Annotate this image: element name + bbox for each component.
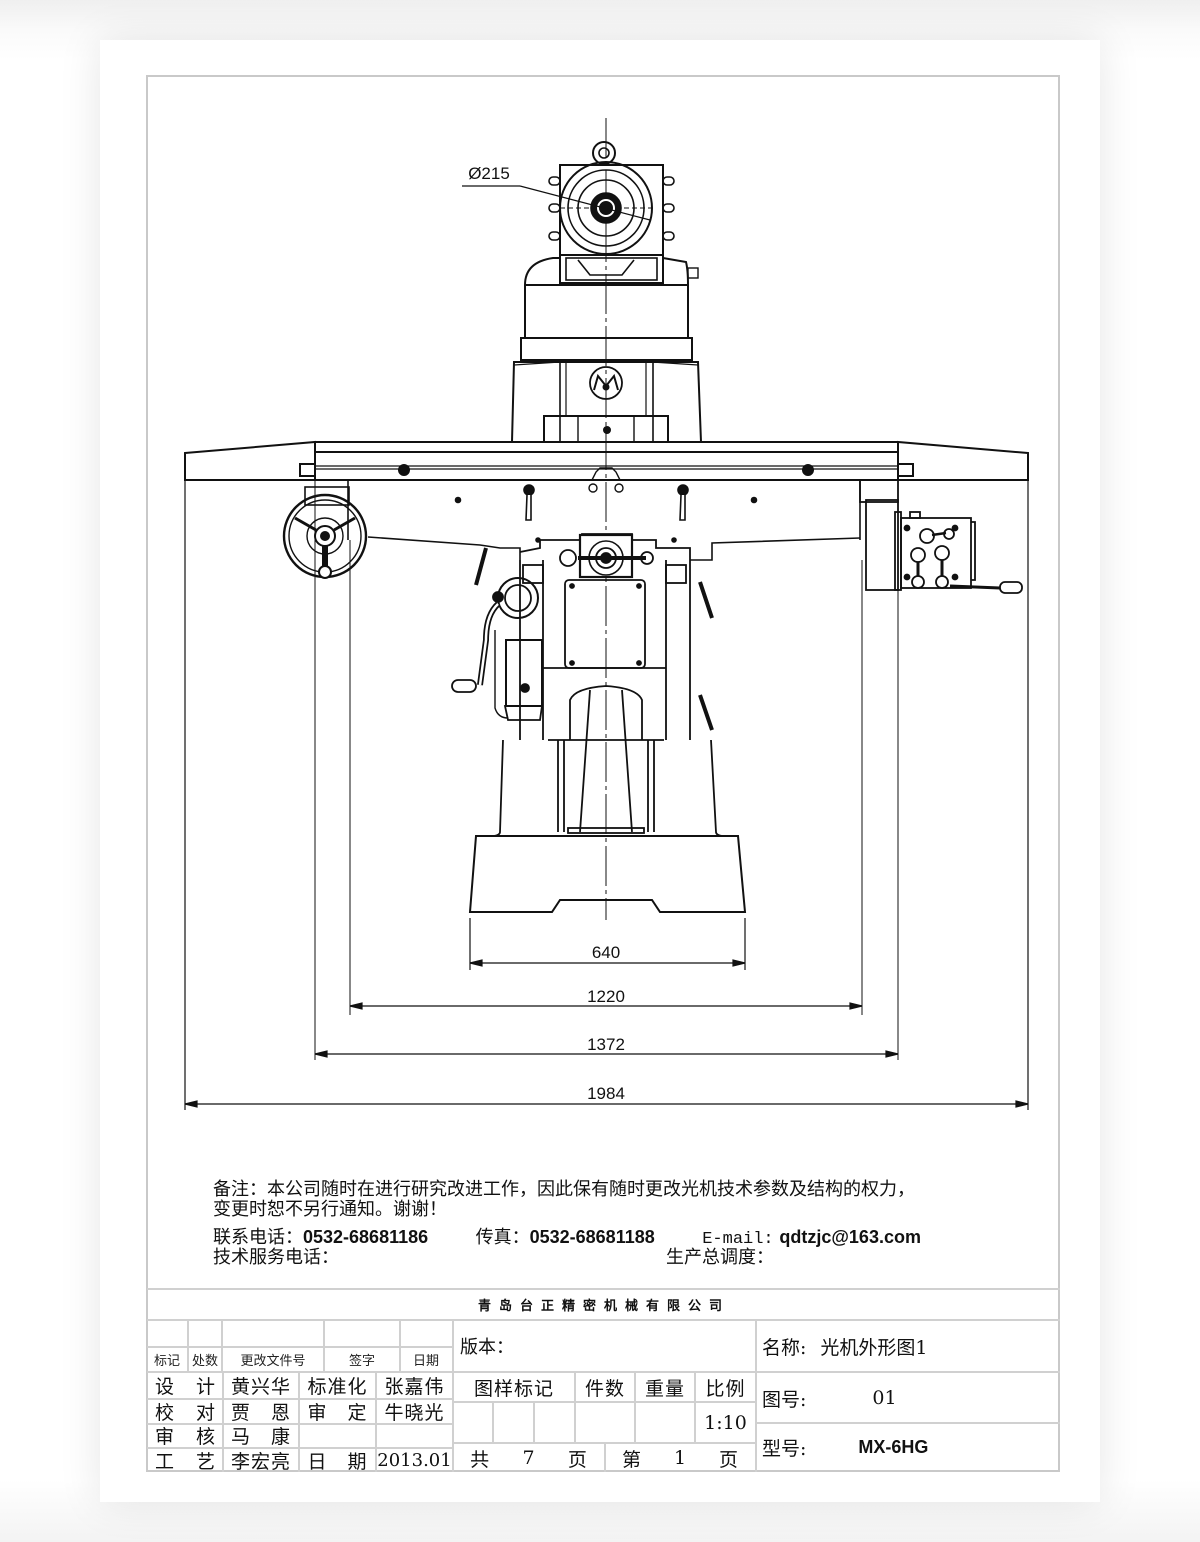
header-signature: 签字 bbox=[348, 1354, 375, 1369]
company-name: 青岛台正精密机械有限公司 bbox=[477, 1298, 730, 1314]
service-phone-label: 技术服务电话： bbox=[213, 1247, 339, 1268]
role-char: 对 bbox=[195, 1401, 216, 1424]
role-char: 计 bbox=[195, 1376, 216, 1398]
current-page-value: 1 bbox=[673, 1447, 688, 1469]
approval-label: 审 定 bbox=[307, 1401, 368, 1424]
head-housing-icon bbox=[510, 257, 703, 443]
header-mark: 标记 bbox=[153, 1354, 180, 1369]
current-label: 第 bbox=[621, 1448, 642, 1471]
date-label: 日 期 bbox=[307, 1450, 368, 1473]
dimension-1372: 1372 bbox=[587, 1035, 625, 1054]
dispatch-label: 生产总调度： bbox=[666, 1247, 774, 1268]
scale-label: 比例 bbox=[705, 1377, 746, 1400]
approver-name: 牛晓光 bbox=[384, 1401, 445, 1424]
reviewer-name: 马 康 bbox=[230, 1426, 291, 1448]
checker-name: 贾 恩 bbox=[230, 1401, 291, 1424]
role-char: 艺 bbox=[195, 1450, 216, 1473]
email-label: E-mail: bbox=[702, 1230, 774, 1249]
page-unit: 页 bbox=[718, 1448, 739, 1471]
standardization-label: 标准化 bbox=[307, 1376, 368, 1398]
total-label: 共 bbox=[470, 1448, 491, 1471]
dimension-640: 640 bbox=[591, 943, 621, 962]
version-label: 版本： bbox=[460, 1337, 514, 1358]
weight-label: 重量 bbox=[644, 1377, 685, 1400]
drawing-no-value: 01 bbox=[872, 1387, 897, 1409]
model-label: 型号: bbox=[762, 1437, 807, 1460]
designer-name: 黄兴华 bbox=[230, 1376, 291, 1398]
sample-mark-label: 图样标记 bbox=[473, 1377, 554, 1400]
worktable-icon bbox=[184, 440, 1029, 493]
role-char: 审 bbox=[155, 1426, 176, 1448]
date-value: 2013.01 bbox=[377, 1449, 452, 1471]
model-value: MX-6HG bbox=[858, 1436, 929, 1457]
remark-line-1: 备注：本公司随时在进行研究改进工作，因此保有随时更改光机技术参数及结构的权力， bbox=[213, 1179, 915, 1200]
drawing-no-label: 图号: bbox=[762, 1388, 807, 1411]
process-engineer-name: 李宏亮 bbox=[230, 1450, 291, 1473]
header-date: 日期 bbox=[412, 1354, 439, 1369]
role-char: 校 bbox=[155, 1401, 176, 1424]
drawing-name: 名称: 光机外形图1 bbox=[762, 1330, 928, 1362]
handwheel-icon bbox=[282, 480, 368, 1060]
drawing-number: 图号: 01 bbox=[762, 1382, 897, 1414]
phone-label: 联系电话： bbox=[213, 1227, 303, 1248]
standardization-name: 张嘉伟 bbox=[384, 1376, 445, 1398]
diameter-label: Ø215 bbox=[468, 164, 510, 183]
scale-value: 1:10 bbox=[704, 1411, 747, 1434]
contact-line: 联系电话：0532-68681186 传真：0532-68681188 E-ma… bbox=[213, 1227, 921, 1250]
total-pages: 共 7 页 bbox=[454, 1444, 604, 1472]
power-feed-icon bbox=[859, 479, 1023, 1060]
page-unit: 页 bbox=[567, 1448, 588, 1471]
total-pages-value: 7 bbox=[522, 1447, 536, 1469]
column-base-icon bbox=[468, 739, 747, 913]
current-page: 第 1 页 bbox=[606, 1444, 755, 1472]
dimension-1984: 1984 bbox=[587, 1084, 625, 1103]
email-link[interactable]: qdtzjc@163.com bbox=[779, 1227, 921, 1247]
model-number: 型号: MX-6HG bbox=[762, 1431, 928, 1463]
fax-label: 传真： bbox=[475, 1227, 530, 1248]
dimension-lines bbox=[184, 480, 1029, 1110]
motor-icon bbox=[462, 141, 675, 284]
role-char: 设 bbox=[155, 1376, 176, 1398]
header-count: 处数 bbox=[191, 1354, 218, 1369]
drawing-frame bbox=[146, 75, 1060, 1472]
remark-line-2: 变更时恕不另行通知。谢谢！ bbox=[213, 1199, 447, 1220]
role-char: 工 bbox=[155, 1450, 176, 1473]
name-value: 光机外形图1 bbox=[820, 1336, 928, 1359]
role-char: 核 bbox=[195, 1426, 216, 1448]
dimension-1220: 1220 bbox=[587, 987, 625, 1006]
fax-value: 0532-68681188 bbox=[529, 1227, 655, 1247]
knee-icon bbox=[451, 533, 714, 834]
quantity-label: 件数 bbox=[584, 1377, 625, 1400]
phone-value: 0532-68681186 bbox=[303, 1227, 429, 1247]
header-change-doc: 更改文件号 bbox=[240, 1354, 306, 1369]
name-label: 名称: bbox=[762, 1336, 807, 1359]
